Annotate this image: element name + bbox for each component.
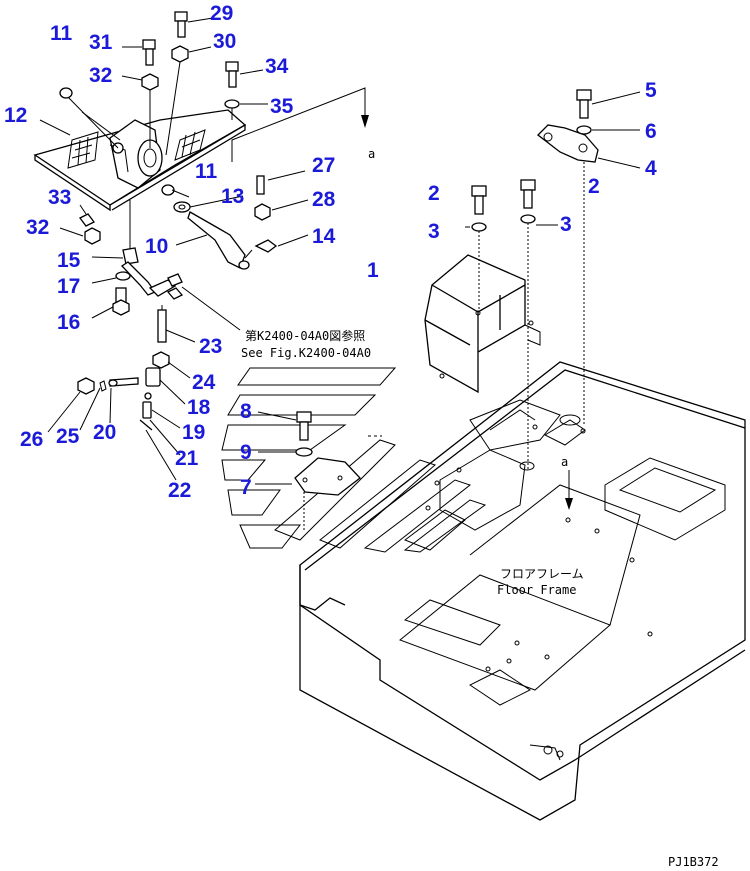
- drawing-code: PJ1B372: [668, 855, 719, 869]
- reference-note-en: See Fig.K2400-04A0: [241, 346, 371, 360]
- view-label-bottom: a: [561, 455, 568, 469]
- callout-15: 15: [57, 249, 81, 272]
- bolt-right: [520, 179, 536, 470]
- callout-23: 23: [199, 335, 222, 358]
- callout-11-top: 11: [50, 22, 73, 45]
- callout-26: 26: [20, 428, 43, 451]
- callout-2-left: 2: [428, 182, 440, 205]
- callout-2-right: 2: [588, 175, 600, 198]
- fasteners-top: [59, 11, 240, 156]
- callout-1: 1: [367, 259, 379, 282]
- callout-7: 7: [240, 476, 252, 499]
- callout-13: 13: [221, 185, 244, 208]
- callout-30: 30: [213, 30, 236, 53]
- floor-frame-label-jp: フロアフレーム: [500, 567, 584, 581]
- lower-small-parts: [77, 367, 161, 431]
- plate-upper-right: [537, 89, 599, 425]
- callout-3-left: 3: [428, 220, 440, 243]
- callout-27: 27: [312, 154, 335, 177]
- callout-5: 5: [645, 79, 657, 102]
- callout-28: 28: [312, 188, 336, 211]
- callout-8: 8: [240, 400, 252, 423]
- callout-21: 21: [175, 447, 199, 470]
- callout-18: 18: [187, 396, 211, 419]
- callout-12: 12: [4, 104, 27, 127]
- floor-frame: [299, 361, 746, 821]
- mid-fasteners: [161, 175, 278, 270]
- callout-14: 14: [312, 225, 336, 248]
- callout-29: 29: [210, 2, 233, 25]
- callout-4: 4: [645, 157, 657, 180]
- callout-6: 6: [645, 120, 657, 143]
- callout-19: 19: [182, 421, 205, 444]
- callout-33: 33: [48, 186, 71, 209]
- callout-9: 9: [240, 441, 252, 464]
- plate-lower: [294, 411, 382, 530]
- callout-16: 16: [57, 311, 80, 334]
- callout-24: 24: [192, 371, 216, 394]
- reference-note-jp: 第K2400-04A0図参照: [245, 328, 365, 343]
- linkage: [79, 200, 241, 369]
- cover: [424, 254, 541, 394]
- callout-32-top: 32: [89, 64, 112, 87]
- callout-20: 20: [93, 421, 116, 444]
- view-arrow-bottom: [565, 470, 573, 510]
- callout-32-bottom: 32: [26, 216, 49, 239]
- callout-22: 22: [168, 479, 191, 502]
- callout-3-right: 3: [560, 213, 572, 236]
- duct-guide-shapes: [221, 367, 487, 553]
- callout-35: 35: [270, 95, 294, 118]
- bolt-left: [471, 185, 487, 312]
- upper-bracket-assembly: [33, 94, 247, 212]
- callout-17: 17: [57, 275, 80, 298]
- view-label-top: a: [368, 147, 375, 161]
- leader-lines: [47, 17, 641, 485]
- callout-25: 25: [56, 425, 80, 448]
- callout-31: 31: [89, 31, 113, 54]
- view-arrow-top: [231, 87, 369, 162]
- floor-frame-label-en: Floor Frame: [497, 583, 576, 597]
- callout-34: 34: [265, 55, 289, 78]
- callout-11-mid: 11: [195, 160, 218, 183]
- callout-10: 10: [145, 235, 168, 258]
